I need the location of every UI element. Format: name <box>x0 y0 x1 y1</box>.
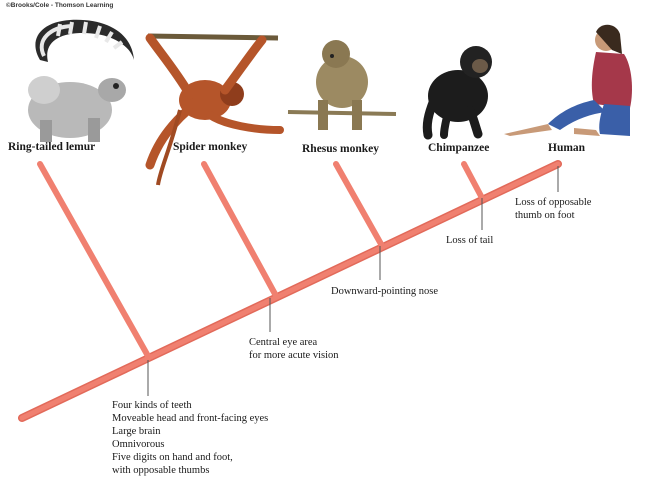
trait-line: Central eye area <box>249 336 339 349</box>
branch-spider-monkey <box>204 164 275 294</box>
taxon-label-lemur: Ring-tailed lemur <box>8 141 95 153</box>
taxon-label-chimpanzee: Chimpanzee <box>428 142 489 154</box>
taxon-label-spider-monkey: Spider monkey <box>173 141 247 153</box>
trait-line: thumb on foot <box>515 209 591 222</box>
trait-line: with opposable thumbs <box>112 464 268 477</box>
taxon-label-rhesus-monkey: Rhesus monkey <box>302 143 379 155</box>
branch-chimpanzee <box>464 164 481 196</box>
trait-line: Five digits on hand and foot, <box>112 451 268 464</box>
trait-line: Loss of opposable <box>515 196 591 209</box>
trait-note-nose: Downward-pointing nose <box>331 285 438 298</box>
human-illustration <box>504 25 632 136</box>
branch-lemur <box>40 164 148 356</box>
trait-line: Omnivorous <box>112 438 268 451</box>
trait-line: Loss of tail <box>446 234 493 247</box>
rhesus-monkey-illustration <box>288 40 396 130</box>
trait-ticks <box>148 166 558 396</box>
cladogram-branches <box>22 164 558 418</box>
trait-line: Downward-pointing nose <box>331 285 438 298</box>
spider-monkey-illustration <box>148 36 280 185</box>
taxon-label-human: Human <box>548 142 585 154</box>
trait-line: Four kinds of teeth <box>112 399 268 412</box>
trait-line: Large brain <box>112 425 268 438</box>
trait-note-thumb: Loss of opposable thumb on foot <box>515 196 591 222</box>
lemur-illustration <box>28 20 134 142</box>
branch-rhesus-monkey <box>336 164 381 244</box>
trait-note-central-eye: Central eye area for more acute vision <box>249 336 339 362</box>
trait-note-tail: Loss of tail <box>446 234 493 247</box>
trait-line: for more acute vision <box>249 349 339 362</box>
trait-line: Moveable head and front-facing eyes <box>112 412 268 425</box>
main-branch-fill <box>22 164 558 418</box>
chimpanzee-illustration <box>427 46 492 135</box>
trait-note-root: Four kinds of teeth Moveable head and fr… <box>112 399 268 477</box>
